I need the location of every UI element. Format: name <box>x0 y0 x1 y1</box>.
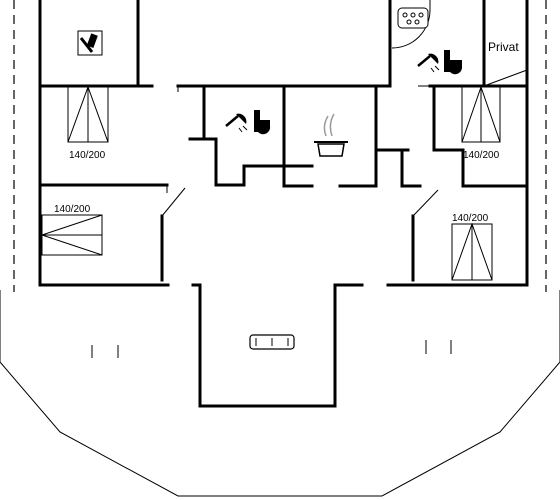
bed-bottom-right <box>451 222 493 281</box>
sofa-icon <box>249 334 295 350</box>
bed-top-left <box>67 85 109 143</box>
whirlpool-icon <box>397 7 429 29</box>
bed-top-left-size: 140/200 <box>69 150 106 161</box>
washing-utensils-icon <box>77 30 103 56</box>
private-room-label: Privat <box>488 40 519 54</box>
bed-top-right <box>461 85 501 143</box>
shower-toilet-icon <box>417 50 463 75</box>
bed-top-right-size: 140/200 <box>463 150 500 161</box>
cooking-pot-icon <box>314 113 348 157</box>
walls <box>38 0 529 408</box>
bed-bottom-right-size: 140/200 <box>452 213 489 224</box>
doors <box>161 0 528 217</box>
shower-toilet-icon <box>225 110 271 135</box>
bed-mid-left <box>41 214 103 256</box>
bed-mid-left-size: 140/200 <box>54 204 91 215</box>
